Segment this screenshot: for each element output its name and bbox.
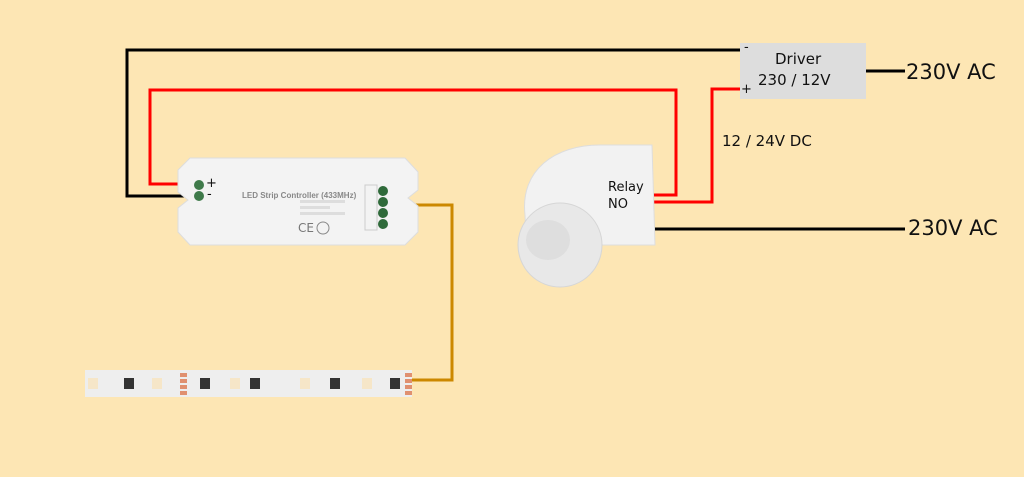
led-chip [124,378,134,389]
positive-wire-controller-relay [148,88,678,197]
output-wire [402,203,454,382]
svg-text:CE: CE [298,221,314,235]
dc-voltage-label: 12 / 24V DC [722,132,812,150]
led-chip [330,378,340,389]
strip-solder-pad [405,385,412,389]
strip-solder-pad [180,373,187,377]
terminal-minus [194,191,204,201]
led-chip [152,378,162,389]
strip-solder-pad [180,391,187,395]
strip-solder-pad [405,391,412,395]
positive-wire-relay-driver [650,87,740,204]
mains-label-sensor: 230V AC [908,216,998,240]
led-chip [250,378,260,389]
led-chip [362,378,372,389]
controller-title: LED Strip Controller (433MHz) [242,191,357,200]
led-chip [390,378,400,389]
led-chip [88,378,98,389]
driver-title: Driver [775,50,822,68]
strip-solder-pad [180,379,187,383]
led-chip [230,378,240,389]
driver-plus-label: + [741,82,752,97]
terminal-plus [194,180,204,190]
motion-sensor [517,144,656,288]
led-strip [85,370,412,397]
strip-solder-pad [405,373,412,377]
controller-minus-label: - [207,187,212,202]
driver-minus-label: - [744,40,749,55]
mains-label-driver: 230V AC [906,60,996,84]
led-chip [200,378,210,389]
strip-solder-pad [405,379,412,383]
led-chip [300,378,310,389]
relay-contact-label: NO [608,197,628,212]
driver-box [740,43,866,99]
strip-solder-pad [180,385,187,389]
controller-plus-label: + [206,176,217,191]
relay-label: Relay [608,180,644,195]
driver-rating: 230 / 12V [758,71,831,89]
led-strip-controller: CE [177,157,419,246]
negative-wire [125,48,740,198]
